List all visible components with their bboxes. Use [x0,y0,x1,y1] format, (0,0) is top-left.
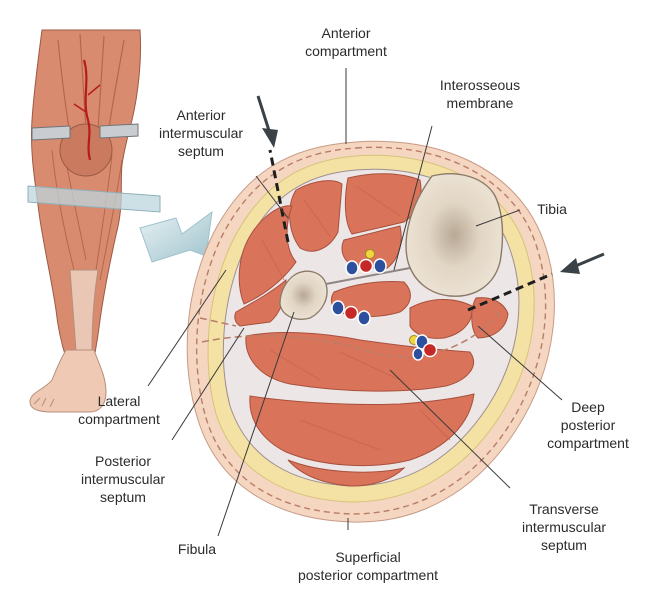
label-tibia: Tibia [537,201,567,217]
label-fibula: Fibula [177,541,217,557]
neurovascular-bundle-posterior-tibial [409,334,438,361]
label-lateral-compartment: Lateral compartment [78,393,160,427]
leader-lines [147,68,563,537]
neurovascular-bundle-peroneal [331,300,371,326]
muscle-superficial-posterior-2 [249,393,475,466]
fibula-bone [279,270,328,320]
muscle-superficial-posterior-3 [287,459,406,487]
label-anterior-intermuscular-septum: Anterior intermuscular septum [158,107,244,159]
label-interosseous-membrane: Interosseous membrane [439,77,521,111]
label-posterior-intermuscular-septum: Posterior intermuscular septum [80,453,166,505]
label-deep-posterior-compartment: Deep posterior compartment [547,399,629,451]
muscle-deep-posterior-2 [409,299,473,339]
leg-illustration [27,29,161,413]
muscle-lateral-1 [238,205,297,305]
anterolateral-incision-arrow [256,95,290,243]
tibia-bone [405,173,504,297]
neurovascular-bundle-anterior [345,249,387,276]
view-direction-arrow [139,210,213,263]
label-anterior-compartment: Anterior compartment [305,25,387,59]
muscle-superficial-posterior-1 [245,332,475,392]
cross-section [186,140,555,523]
label-superficial-posterior-compartment: Superficial posterior compartment [297,549,439,583]
transverse-septum-dashed [201,311,501,358]
posteromedial-incision-arrow [467,252,605,312]
interosseous-membrane [325,267,411,285]
label-transverse-intermuscular-septum: Transverse intermuscular septum [521,501,607,553]
